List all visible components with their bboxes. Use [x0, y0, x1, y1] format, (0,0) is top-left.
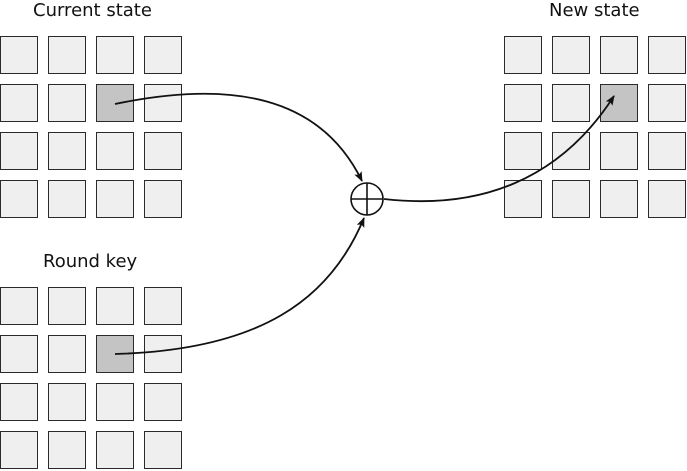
byte-cell — [144, 132, 182, 170]
byte-cell — [48, 180, 86, 218]
byte-cell — [648, 132, 686, 170]
byte-cell — [600, 36, 638, 74]
byte-cell — [48, 287, 86, 325]
current-state-grid — [0, 36, 184, 220]
byte-cell — [144, 287, 182, 325]
byte-cell — [504, 84, 542, 122]
byte-cell — [0, 180, 38, 218]
byte-cell — [144, 36, 182, 74]
byte-cell — [48, 132, 86, 170]
xor-to-new-state-arrow — [383, 95, 615, 203]
byte-cell — [552, 180, 590, 218]
byte-cell — [48, 36, 86, 74]
byte-cell — [48, 383, 86, 421]
byte-cell — [648, 36, 686, 74]
byte-cell — [600, 132, 638, 170]
byte-cell — [0, 335, 38, 373]
xor-operator-icon — [350, 182, 384, 216]
round-key-label: Round key — [43, 251, 138, 272]
byte-cell — [96, 287, 134, 325]
byte-cell — [648, 84, 686, 122]
byte-cell — [552, 84, 590, 122]
byte-cell — [96, 383, 134, 421]
byte-cell — [48, 431, 86, 469]
round-key-grid — [0, 287, 184, 471]
byte-cell — [144, 84, 182, 122]
byte-cell — [600, 180, 638, 218]
byte-cell — [144, 431, 182, 469]
byte-cell — [48, 84, 86, 122]
byte-cell — [144, 180, 182, 218]
current-to-xor-arrow — [114, 92, 363, 182]
byte-cell — [504, 36, 542, 74]
byte-cell — [96, 36, 134, 74]
byte-cell — [552, 36, 590, 74]
byte-cell — [0, 431, 38, 469]
byte-cell — [96, 180, 134, 218]
byte-cell — [0, 287, 38, 325]
highlighted-byte-cell — [600, 84, 638, 122]
byte-cell — [48, 335, 86, 373]
byte-cell — [0, 36, 38, 74]
highlighted-byte-cell — [96, 84, 134, 122]
byte-cell — [552, 132, 590, 170]
byte-cell — [0, 84, 38, 122]
byte-cell — [144, 335, 182, 373]
byte-cell — [144, 383, 182, 421]
byte-cell — [96, 431, 134, 469]
byte-cell — [648, 180, 686, 218]
new-state-label: New state — [549, 0, 640, 21]
current-state-label: Current state — [33, 0, 152, 21]
byte-cell — [96, 132, 134, 170]
byte-cell — [0, 383, 38, 421]
byte-cell — [0, 132, 38, 170]
roundkey-to-xor-arrow — [114, 217, 365, 355]
new-state-grid — [504, 36, 687, 220]
byte-cell — [504, 132, 542, 170]
